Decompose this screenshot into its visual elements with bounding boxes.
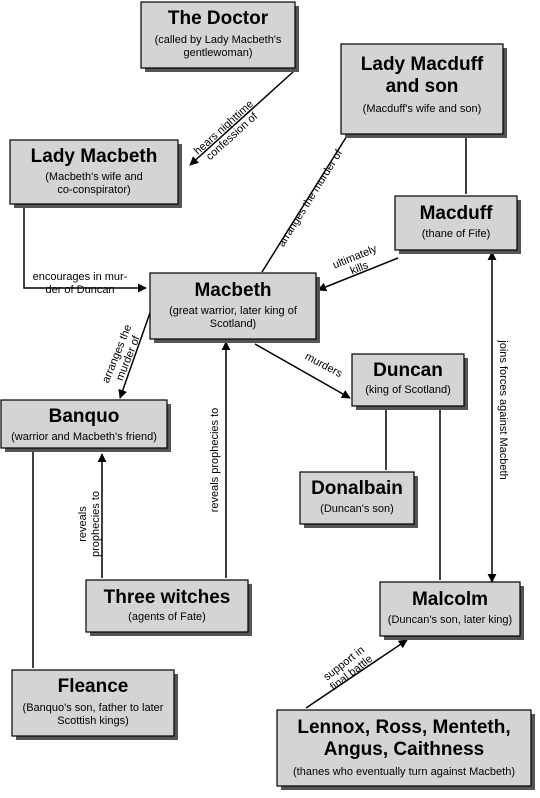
label-reveals-banquo: revealsprophecies to bbox=[77, 491, 102, 557]
line-macduff-macbeth bbox=[317, 257, 399, 292]
node-title: Macduff bbox=[420, 203, 494, 224]
label-hears-confession: hears nighttimeconfession of bbox=[192, 98, 264, 166]
text-line: reveals prophecies to bbox=[209, 408, 221, 513]
label-murders: murders bbox=[303, 351, 345, 381]
node-subtitle: (thane of Fife) bbox=[422, 228, 490, 240]
text-line: Lennox, Ross, Menteth, bbox=[297, 717, 510, 738]
text-line: Lady Macbeth bbox=[31, 146, 158, 167]
label-support: support infinal battle bbox=[321, 643, 375, 693]
node-subtitle: (king of Scotland) bbox=[365, 384, 451, 396]
text-line: Three witches bbox=[104, 587, 231, 608]
text-line: murders bbox=[303, 351, 345, 381]
node-donalbain: Donalbain (Duncan's son) bbox=[299, 471, 418, 528]
label-arranges-murder-macduff: arranges the murder of bbox=[276, 147, 346, 249]
text-line: Macbeth bbox=[194, 280, 271, 301]
text-line: Malcolm bbox=[412, 589, 488, 610]
node-title: Macbeth bbox=[194, 280, 271, 301]
node-thanes: Lennox, Ross, Menteth,Angus, Caithness (… bbox=[276, 709, 535, 790]
text-line: Donalbain bbox=[311, 478, 403, 499]
text-line: (warrior and Macbeth's friend) bbox=[11, 431, 157, 443]
text-line: and son bbox=[386, 76, 459, 97]
node-subtitle: (Duncan's son) bbox=[320, 503, 394, 515]
text-line: (Macduff's wife and son) bbox=[363, 103, 482, 115]
node-subtitle: (warrior and Macbeth's friend) bbox=[11, 431, 157, 443]
text-line: joins forces against Macbeth bbox=[497, 339, 509, 479]
node-title: Malcolm bbox=[412, 589, 488, 610]
text-line: (Macbeth's wife and bbox=[45, 171, 142, 183]
node-title: Banquo bbox=[49, 406, 120, 427]
node-subtitle: (agents of Fate) bbox=[128, 611, 206, 623]
text-line: (called by Lady Macbeth's bbox=[155, 34, 282, 46]
text-line: Scotland) bbox=[210, 318, 256, 330]
text-line: (Duncan's son) bbox=[320, 503, 394, 515]
node-title: Lady Macbeth bbox=[31, 146, 158, 167]
node-subtitle: (Duncan's son, later king) bbox=[388, 614, 512, 626]
line-thanes-malcolm bbox=[305, 639, 408, 709]
node-title: Fleance bbox=[58, 676, 129, 697]
text-line: Lady Macduff bbox=[361, 54, 484, 75]
text-line: Fleance bbox=[58, 676, 129, 697]
text-line: (Banquo's son, father to later bbox=[23, 702, 164, 714]
text-line: Macduff bbox=[420, 203, 494, 224]
text-line: co-conspirator) bbox=[57, 184, 130, 196]
text-line: (great warrior, later king of bbox=[169, 305, 298, 317]
text-line: (agents of Fate) bbox=[128, 611, 206, 623]
node-title: Donalbain bbox=[311, 478, 403, 499]
node-duncan: Duncan (king of Scotland) bbox=[351, 353, 468, 410]
node-subtitle: (Macduff's wife and son) bbox=[363, 103, 482, 115]
node-macduff: Macduff (thane of Fife) bbox=[394, 195, 521, 254]
node-title: The Doctor bbox=[168, 8, 269, 29]
text-line: (king of Scotland) bbox=[365, 384, 451, 396]
text-line: Banquo bbox=[49, 406, 120, 427]
text-line: encourages in mur- bbox=[33, 271, 128, 283]
line-ladymacbeth-macbeth bbox=[23, 208, 147, 293]
text-line: (thanes who eventually turn against Macb… bbox=[293, 766, 515, 778]
text-line: Angus, Caithness bbox=[324, 739, 484, 760]
line-macbeth-ladymacduff bbox=[261, 122, 356, 273]
label-ultimately-kills: ultimatelykills bbox=[331, 243, 384, 283]
node-banquo: Banquo (warrior and Macbeth's friend) bbox=[0, 399, 171, 452]
node-title: Lennox, Ross, Menteth,Angus, Caithness bbox=[297, 717, 510, 760]
label-encourages: encourages in mur-der of Duncan bbox=[33, 271, 128, 296]
text-line: arranges the murder of bbox=[276, 147, 346, 249]
line-macbeth-duncan bbox=[254, 343, 351, 399]
text-line: der of Duncan bbox=[45, 284, 114, 296]
node-title: Three witches bbox=[104, 587, 231, 608]
connectors bbox=[23, 71, 497, 709]
text-line: (thane of Fife) bbox=[422, 228, 490, 240]
node-title: Duncan bbox=[373, 360, 443, 381]
node-subtitle: (thanes who eventually turn against Macb… bbox=[293, 766, 515, 778]
text-line: prophecies to bbox=[90, 491, 102, 557]
text-line: The Doctor bbox=[168, 8, 269, 29]
text-line: gentlewoman) bbox=[183, 47, 252, 59]
text-line: Duncan bbox=[373, 360, 443, 381]
node-malcolm: Malcolm (Duncan's son, later king) bbox=[379, 581, 524, 640]
text-line: (Duncan's son, later king) bbox=[388, 614, 512, 626]
label-reveals-macbeth: reveals prophecies to bbox=[209, 408, 221, 513]
label-arranges-murder-banquo: arranges themurder of bbox=[100, 323, 145, 389]
label-joins-forces: joins forces against Macbeth bbox=[497, 339, 509, 479]
text-line: reveals bbox=[77, 506, 89, 542]
text-line: Scottish kings) bbox=[57, 715, 129, 727]
line-doctor-ladymacbeth bbox=[189, 71, 294, 166]
node-three-witches: Three witches (agents of Fate) bbox=[85, 579, 252, 636]
line-macbeth-banquo bbox=[118, 309, 152, 399]
